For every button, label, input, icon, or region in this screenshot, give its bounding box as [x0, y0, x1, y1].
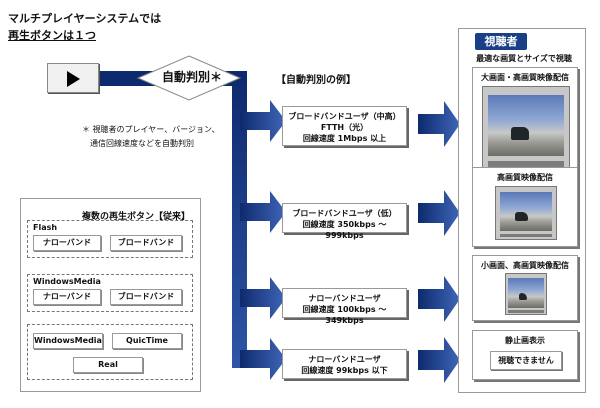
viewer-subtitle: 最適な画質とサイズで視聴: [476, 54, 572, 63]
category-broadband-high: ブロードバンドユーザ（中高） FTTH（光） 回線速度 1Mbps 以上: [282, 106, 407, 146]
windows-media-group: [27, 274, 193, 312]
category-1-line-3: 回線速度 1Mbps 以上: [302, 134, 387, 143]
category-narrowband-low: ナローバンドユーザ 回線速度 99kbps 以下: [282, 349, 407, 379]
branch-arrow-4: [240, 338, 286, 380]
category-1-line-1: ブロードバンドユーザ（中高）: [288, 112, 401, 121]
example-title: 【自動判別の例】: [276, 75, 356, 86]
page-title: マルチプレイヤーシステムでは 再生ボタンは１つ: [8, 10, 161, 44]
output-arrow-1: [418, 101, 460, 147]
wm-broadband-button[interactable]: ブロードバンド: [110, 289, 182, 305]
category-1-line-2: FTTH（光）: [320, 123, 369, 132]
old-buttons-title: 複数の再生ボタン【従来】: [82, 212, 191, 222]
category-4-line-2: 回線速度 99kbps 以下: [301, 366, 388, 375]
category-4-line-1: ナローバンドユーザ: [308, 355, 381, 364]
category-narrowband-mid: ナローバンドユーザ 回線速度 100kbps 〜 349kbps: [282, 288, 407, 325]
category-3-line-2: 回線速度 100kbps 〜 349kbps: [302, 305, 387, 325]
windows-media-button[interactable]: WindowsMedia: [33, 333, 103, 349]
title-line-1: マルチプレイヤーシステムでは: [8, 12, 162, 25]
video-player-small: [505, 273, 547, 315]
note-line-2: 通信回線速度などを自動判別: [90, 139, 194, 148]
play-button[interactable]: [47, 63, 99, 93]
category-broadband-low: ブロードバンドユーザ（低） 回線速度 350kbps 〜 999kbps: [282, 203, 407, 240]
real-button[interactable]: Real: [73, 357, 143, 373]
flash-label: Flash: [33, 223, 58, 232]
output-large-hq: 大画面・高画質映像配信: [472, 67, 578, 177]
video-frame: [488, 95, 564, 156]
car-image: [510, 126, 529, 141]
viewer-header: 視聴者: [475, 33, 527, 50]
output-still-image: 静止画表示 視聴できません: [472, 330, 578, 380]
player-controls: [499, 233, 553, 238]
output-4-label: 静止画表示: [505, 336, 545, 345]
output-1-label: 大画面・高画質映像配信: [481, 73, 569, 82]
players-group: [27, 324, 193, 380]
play-icon: [67, 71, 80, 87]
category-2-line-2: 回線速度 350kbps 〜 999kbps: [302, 220, 387, 240]
output-hq: 高画質映像配信: [472, 167, 578, 247]
output-arrow-3: [418, 276, 460, 322]
output-arrow-2: [418, 190, 460, 236]
branch-arrow-2: [240, 191, 286, 233]
decision-diamond: [136, 55, 242, 101]
note-text: ＊ 視聴者のプレイヤー、バージョン、 通信回線速度などを自動判別: [82, 123, 220, 151]
output-small-hq: 小画面、高画質映像配信: [472, 255, 578, 321]
quicktime-button[interactable]: QuicTime: [112, 333, 182, 349]
decision-label: 自動判別＊: [161, 70, 222, 84]
windows-media-label: WindowsMedia: [33, 277, 101, 286]
flash-broadband-button[interactable]: ブロードバンド: [110, 235, 182, 251]
category-2-line-1: ブロードバンドユーザ（低）: [292, 209, 397, 218]
video-player-large: [482, 86, 570, 170]
flash-narrowband-button[interactable]: ナローバンド: [33, 235, 101, 251]
video-frame: [499, 192, 553, 231]
output-2-label: 高画質映像配信: [497, 173, 553, 182]
wm-narrowband-button[interactable]: ナローバンド: [33, 289, 101, 305]
flash-group: [27, 220, 193, 258]
output-arrow-4: [418, 337, 460, 383]
video-player-medium: [495, 186, 557, 240]
car-image: [518, 293, 528, 300]
output-3-label: 小画面、高画質映像配信: [481, 261, 569, 270]
video-frame: [508, 278, 544, 308]
old-buttons-panel: [20, 198, 201, 392]
branch-arrow-3: [240, 277, 286, 319]
player-controls: [488, 160, 564, 167]
player-controls: [508, 310, 544, 313]
title-line-2: 再生ボタンは１つ: [8, 29, 96, 42]
category-3-line-1: ナローバンドユーザ: [308, 294, 381, 303]
branch-arrow-1: [240, 100, 286, 142]
car-image: [515, 212, 529, 221]
cannot-view-button: 視聴できません: [490, 351, 562, 370]
note-line-1: ＊ 視聴者のプレイヤー、バージョン、: [82, 125, 220, 134]
